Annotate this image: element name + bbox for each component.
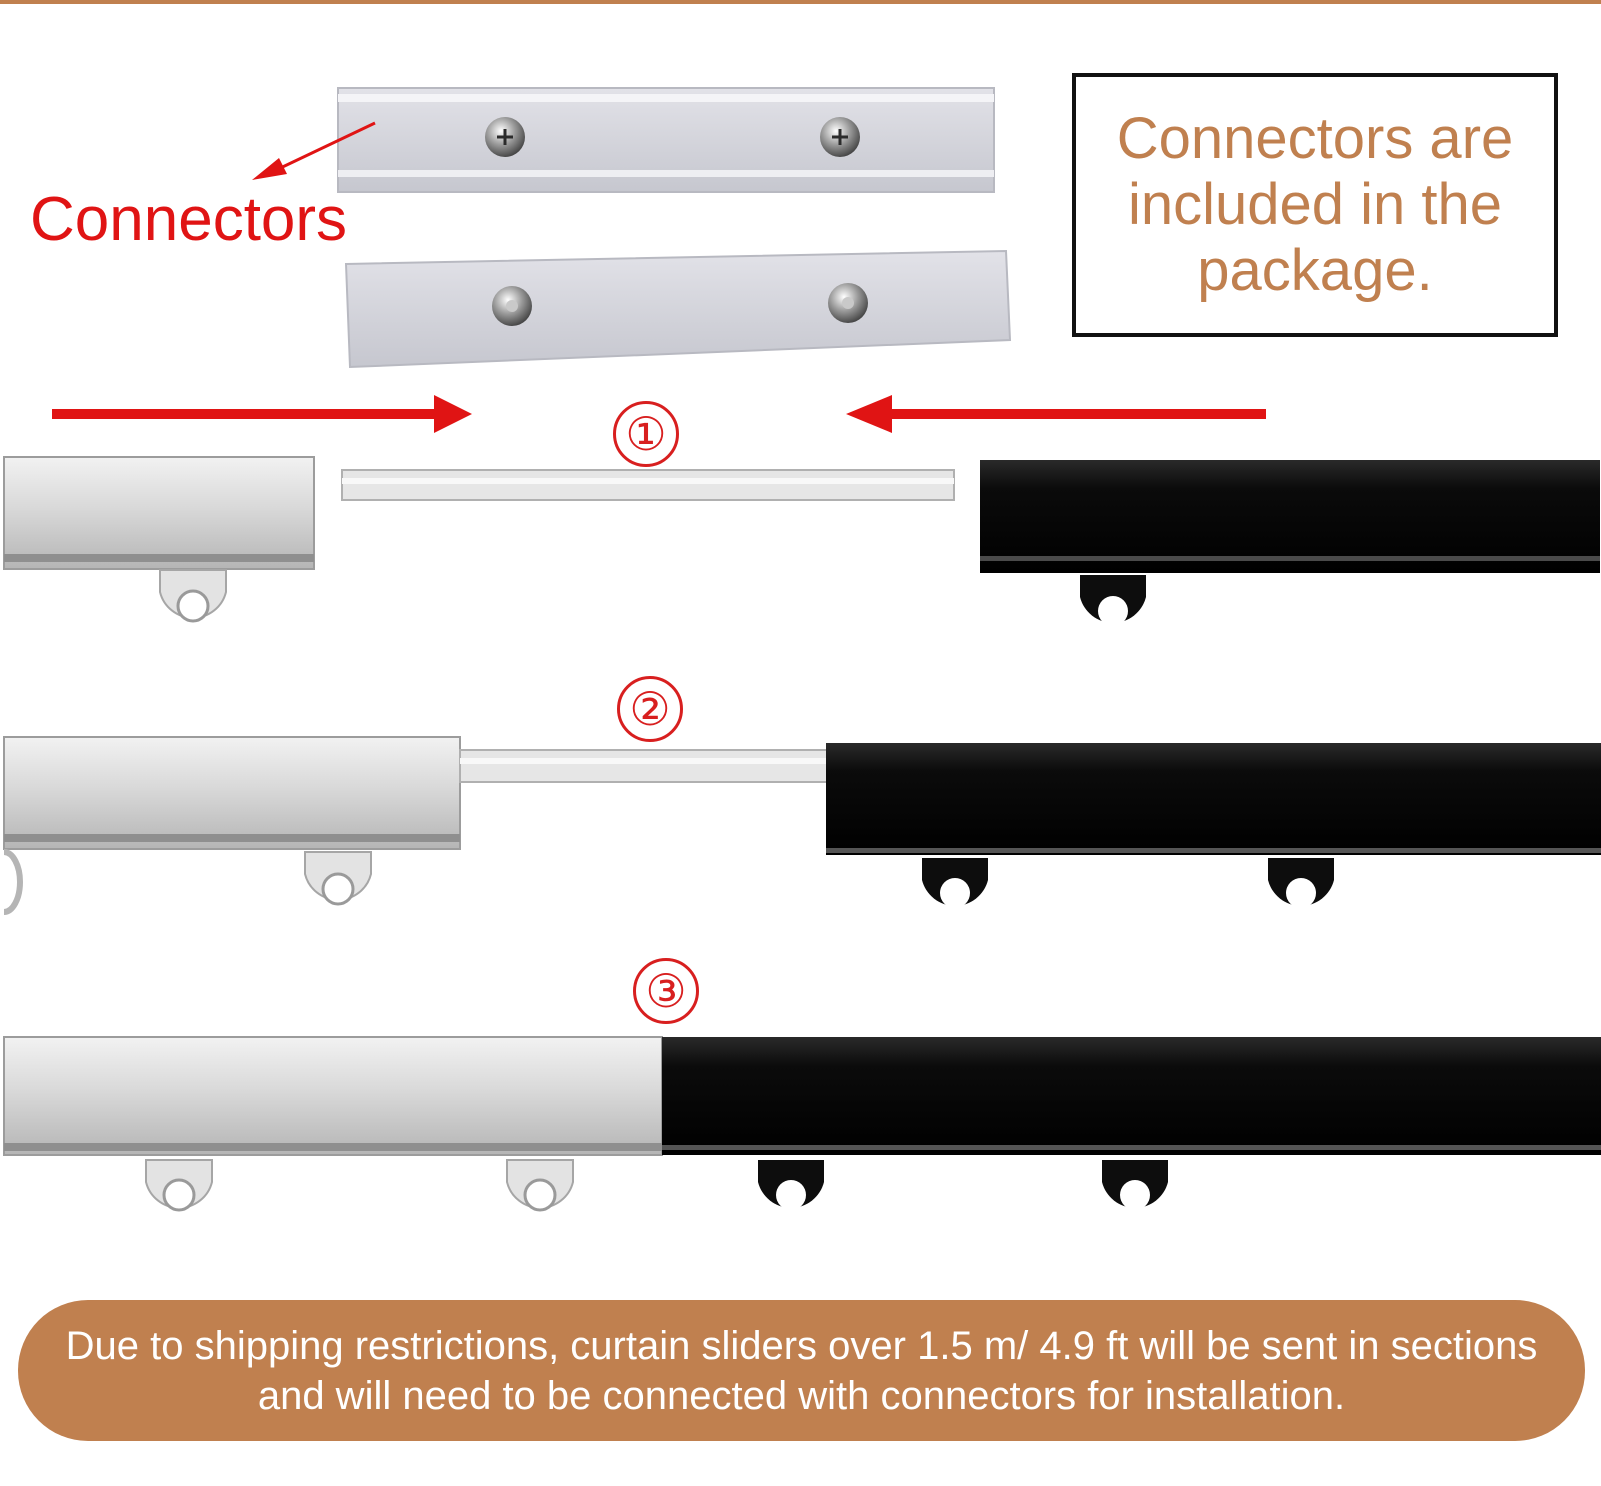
silver-rail-section-1 <box>3 456 315 623</box>
silver-rail-section-2 <box>3 736 461 915</box>
black-rail-section-2 <box>826 743 1601 908</box>
black-rail-section-3 <box>662 1037 1601 1210</box>
step-2-marker: ② <box>617 676 683 742</box>
connector-plate-top <box>337 87 995 193</box>
connector-bar <box>341 469 955 501</box>
shipping-notice-text: Due to shipping restrictions, curtain sl… <box>65 1323 1538 1418</box>
red-arrow-left-icon <box>846 395 1266 433</box>
top-accent-rule <box>0 0 1601 4</box>
silver-rail-section-3 <box>3 1036 663 1212</box>
package-callout-text: Connectors are included in the package. <box>1116 106 1514 303</box>
connector-plate-bottom <box>344 249 1012 369</box>
connectors-label: Connectors <box>30 185 348 254</box>
connector-bar-inserted <box>459 749 829 783</box>
step-1-marker: ① <box>613 401 679 467</box>
step-3-marker: ③ <box>633 958 699 1024</box>
shipping-notice-banner: Due to shipping restrictions, curtain sl… <box>18 1300 1585 1441</box>
black-rail-section-1 <box>980 460 1600 626</box>
package-callout-box: Connectors are included in the package. <box>1072 73 1558 337</box>
connector-pointer-arrow-icon <box>252 121 376 180</box>
red-arrow-right-icon <box>52 395 472 433</box>
